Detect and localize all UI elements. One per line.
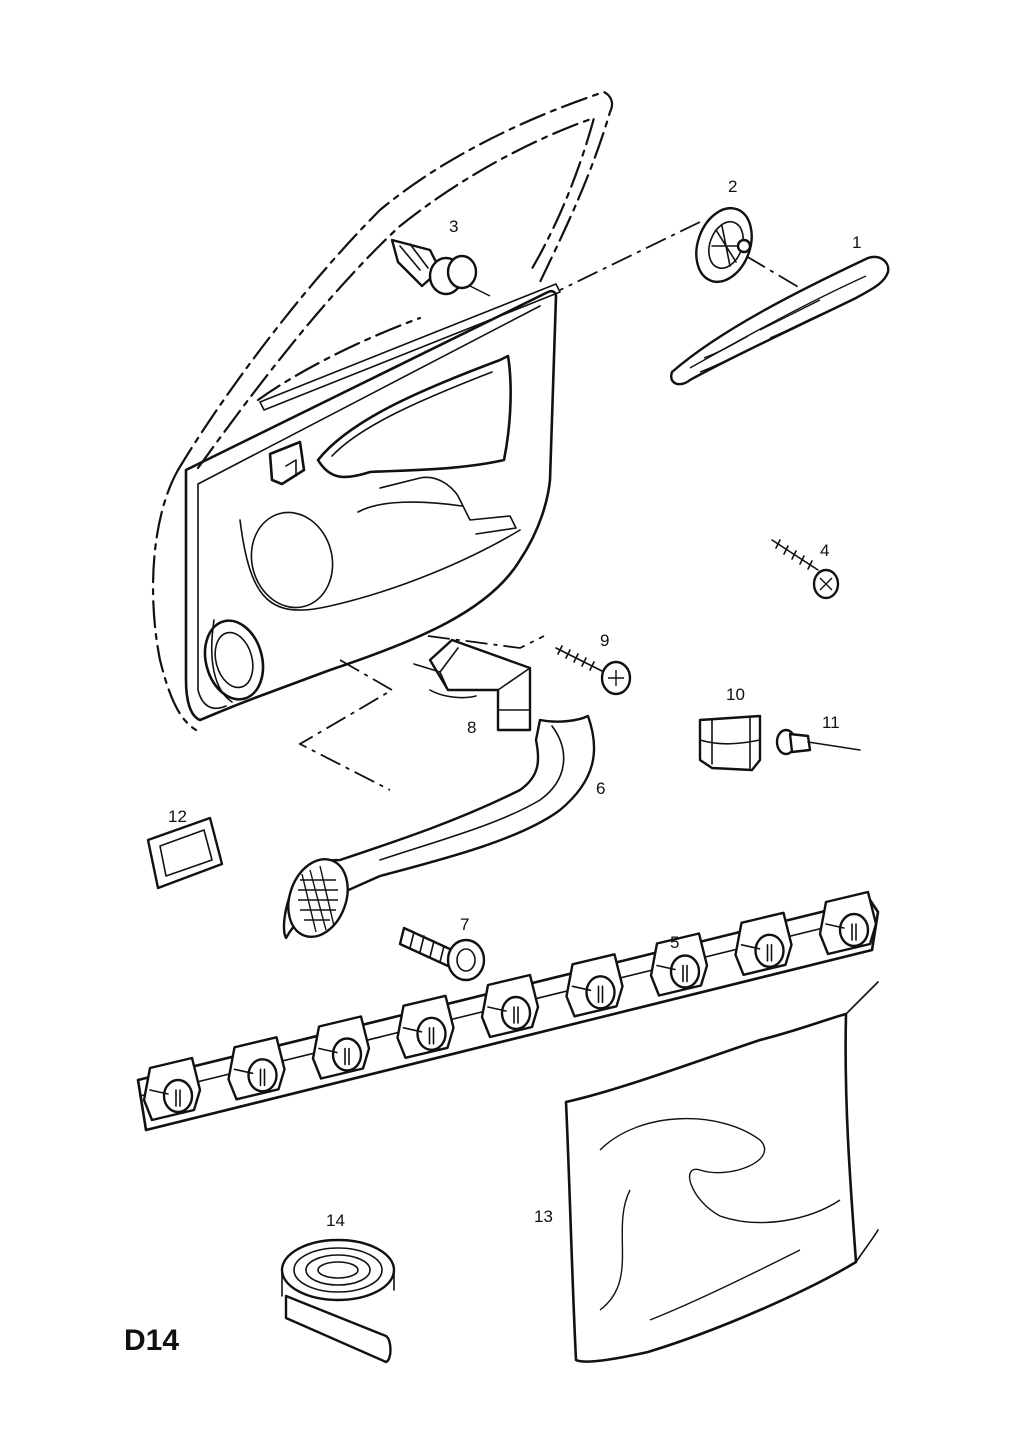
- part-13-protective-sheet: [564, 981, 879, 1363]
- part-label-14: 14: [326, 1211, 345, 1230]
- clip-unit: [480, 973, 540, 1039]
- clip-unit: [818, 890, 878, 956]
- part-12-gasket: [146, 816, 224, 890]
- part-6-armrest-trim: [282, 714, 596, 940]
- clip-unit: [227, 1036, 286, 1101]
- part-label-3: 3: [449, 217, 458, 236]
- part-8-bracket: [413, 638, 532, 732]
- part-2-round-clip: [695, 207, 753, 283]
- door-frame-outline: [151, 90, 614, 732]
- part-3-push-pin: [390, 238, 491, 297]
- part-10-spring-clip: [698, 714, 762, 772]
- part-6-leader: [298, 659, 394, 791]
- part-7-screw: [398, 926, 486, 982]
- part-11-rivet: [775, 728, 861, 756]
- part-label-5: 5: [670, 933, 679, 952]
- part-label-2: 2: [728, 177, 737, 196]
- part-label-1: 1: [852, 233, 861, 252]
- part-label-9: 9: [600, 631, 609, 650]
- part-2-leader: [559, 221, 701, 291]
- clip-unit: [649, 932, 709, 997]
- part-8-leader: [427, 635, 545, 649]
- part-4-screw: [771, 539, 840, 600]
- clip-unit: [734, 911, 793, 976]
- diagram-code: D14: [124, 1324, 179, 1357]
- part-label-8: 8: [467, 718, 476, 737]
- part-label-13: 13: [534, 1207, 553, 1226]
- part-label-6: 6: [596, 779, 605, 798]
- part-1-trim-strip: [670, 255, 890, 386]
- clip-unit: [565, 953, 624, 1018]
- door-trim-panel: [184, 283, 561, 722]
- part-14-tape-roll: [280, 1238, 396, 1364]
- clip-unit: [311, 1015, 371, 1080]
- part-label-4: 4: [820, 541, 829, 560]
- clip-unit: [142, 1056, 202, 1122]
- part-label-7: 7: [460, 915, 469, 934]
- part-label-11: 11: [822, 713, 840, 732]
- part-label-12: 12: [168, 807, 187, 826]
- clip-unit: [396, 994, 455, 1060]
- part-5-clip-strip: [136, 890, 880, 1132]
- part-9-screw: [555, 645, 632, 696]
- part-labels: 1 2 3 4 5 6 7 8 9 10 11 12 13 14: [168, 177, 861, 1230]
- part-label-10: 10: [726, 685, 745, 704]
